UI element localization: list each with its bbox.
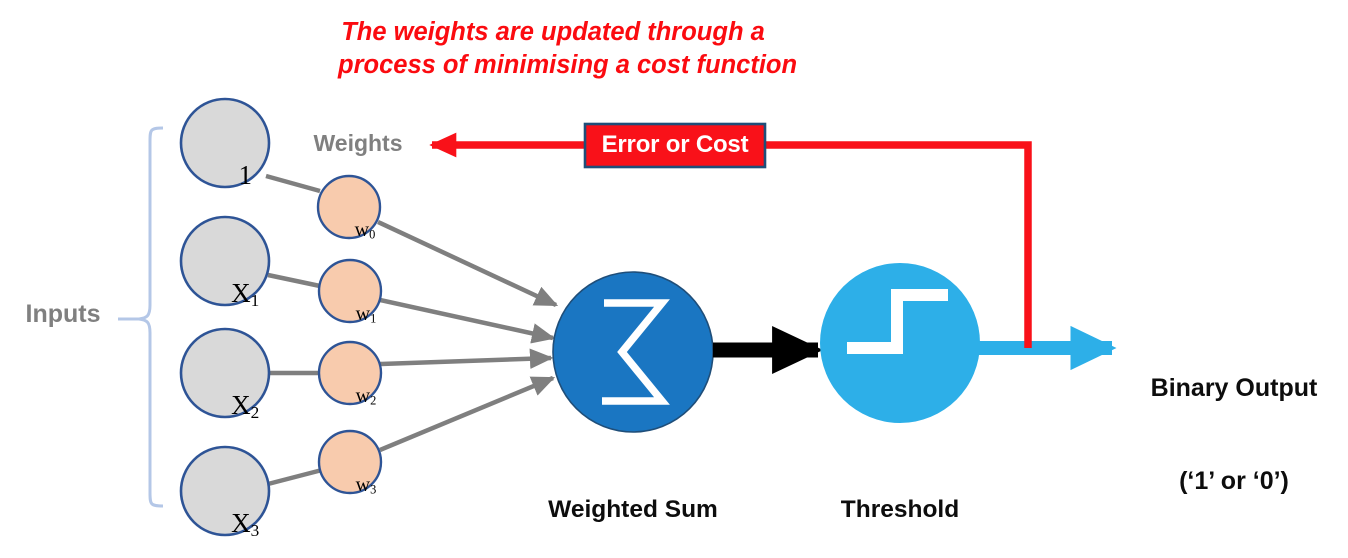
link-bias-to-w0 xyxy=(265,173,321,194)
link-w3-to-sum xyxy=(379,375,556,453)
weight-w1-base: w xyxy=(355,302,371,325)
feedback-path-right xyxy=(765,141,1032,348)
weight-w1-sub: 1 xyxy=(370,311,377,326)
weights-update-annotation: The weights are updated through a proces… xyxy=(338,18,798,80)
weight-w2-node[interactable] xyxy=(317,340,383,406)
error-or-cost-label: Error or Cost xyxy=(601,131,749,158)
input-x2-base: X xyxy=(231,389,251,420)
weight-w0-label: w0 xyxy=(319,195,381,266)
inputs-label: Inputs xyxy=(25,300,101,328)
binary-output-caption-line1: Binary Output xyxy=(1150,374,1318,402)
weight-w2-label: w2 xyxy=(320,361,382,432)
weighted-sum-node[interactable] xyxy=(552,271,714,433)
input-x3-sub: 3 xyxy=(250,520,260,540)
input-x3-base: X xyxy=(231,507,251,538)
link-w2-to-sum xyxy=(379,348,554,370)
weight-w1-label: w1 xyxy=(320,279,382,350)
binary-output-caption: Binary Output (‘1’ or ‘0’) xyxy=(1123,311,1345,558)
error-or-cost-box[interactable] xyxy=(583,122,767,169)
link-x1-to-w1 xyxy=(267,272,321,289)
weight-w0-sub: 0 xyxy=(369,227,376,242)
threshold-caption: Threshold Function xyxy=(790,434,1010,558)
input-x3-label: X3 xyxy=(180,476,270,558)
input-x3-node[interactable] xyxy=(179,445,271,537)
weight-w2-sub: 2 xyxy=(370,393,377,408)
binary-output-caption-line2: (‘1’ or ‘0’) xyxy=(1179,467,1289,495)
weighted-sum-caption-line1: Weighted Sum xyxy=(548,495,718,523)
bias-input-label: 1 xyxy=(180,128,270,225)
weight-w1-node[interactable] xyxy=(317,258,383,324)
sigma-icon xyxy=(602,299,670,405)
weighted-sum-caption: Weighted Sum Function xyxy=(503,434,763,558)
weight-w3-sub: 3 xyxy=(370,482,377,497)
weight-w2-base: w xyxy=(355,384,371,407)
step-function-icon xyxy=(847,289,948,354)
weight-w3-node[interactable] xyxy=(317,429,383,495)
link-x3-to-w3 xyxy=(267,467,323,487)
bias-input-base: 1 xyxy=(238,159,253,190)
bias-input-node[interactable] xyxy=(179,97,271,189)
link-w1-to-sum xyxy=(379,297,556,344)
inputs-brace xyxy=(138,126,164,508)
input-x2-node[interactable] xyxy=(179,327,271,419)
weight-w0-base: w xyxy=(354,218,370,241)
link-w0-to-sum xyxy=(377,219,559,308)
weight-w0-node[interactable] xyxy=(316,174,382,240)
weights-label: Weights xyxy=(313,130,403,156)
weight-w3-base: w xyxy=(355,473,371,496)
input-x1-label: X1 xyxy=(180,246,270,343)
weight-w3-label: w3 xyxy=(320,450,382,521)
input-x1-node[interactable] xyxy=(179,215,271,307)
input-x2-label: X2 xyxy=(180,358,270,455)
input-x2-sub: 2 xyxy=(250,402,260,422)
threshold-caption-line1: Threshold xyxy=(840,495,960,523)
input-x1-sub: 1 xyxy=(250,290,260,310)
input-x1-base: X xyxy=(231,277,251,308)
